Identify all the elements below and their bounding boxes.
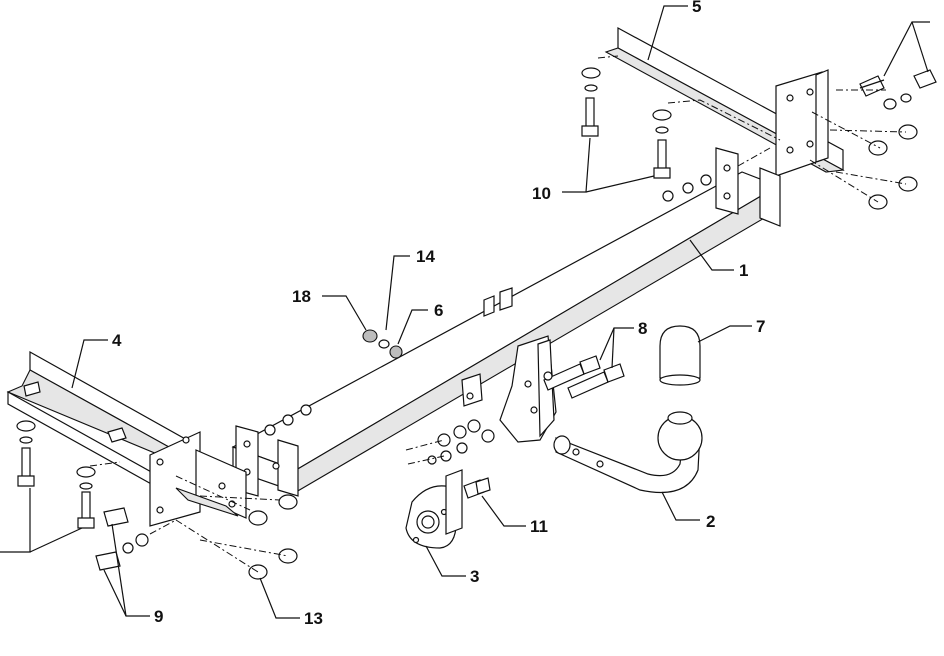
socket-plate	[405, 469, 463, 549]
towball-arm	[553, 411, 703, 494]
right-bracket	[604, 26, 845, 177]
label-part-9: 9	[154, 607, 163, 626]
leader-lines	[0, 5, 930, 619]
label-part-18: 18	[292, 287, 311, 306]
receiver-assembly	[461, 287, 557, 443]
washers-nuts	[16, 67, 918, 580]
label-part-1: 1	[739, 261, 748, 280]
towball-cap	[659, 325, 701, 386]
left-sub-bracket	[175, 449, 247, 519]
label-part-11: 11	[530, 517, 548, 536]
crossbar	[231, 147, 781, 497]
label-part-5: 5	[692, 0, 701, 16]
label-part-13: 13	[304, 609, 323, 628]
label-part-6: 6	[434, 301, 443, 320]
label-part-7: 7	[756, 317, 765, 336]
label-part-4: 4	[112, 331, 122, 350]
label-part-10: 10	[532, 184, 551, 203]
bolts	[17, 69, 937, 571]
label-part-8: 8	[638, 319, 647, 338]
label-part-14: 14	[416, 247, 435, 266]
assembly-lines	[89, 55, 907, 573]
label-part-3: 3	[470, 567, 479, 586]
label-part-2: 2	[706, 512, 715, 531]
part-labels: 5 10 1 14 18 6 4 8 7 2 11 3 9 13	[112, 0, 765, 628]
left-bracket	[6, 350, 201, 527]
